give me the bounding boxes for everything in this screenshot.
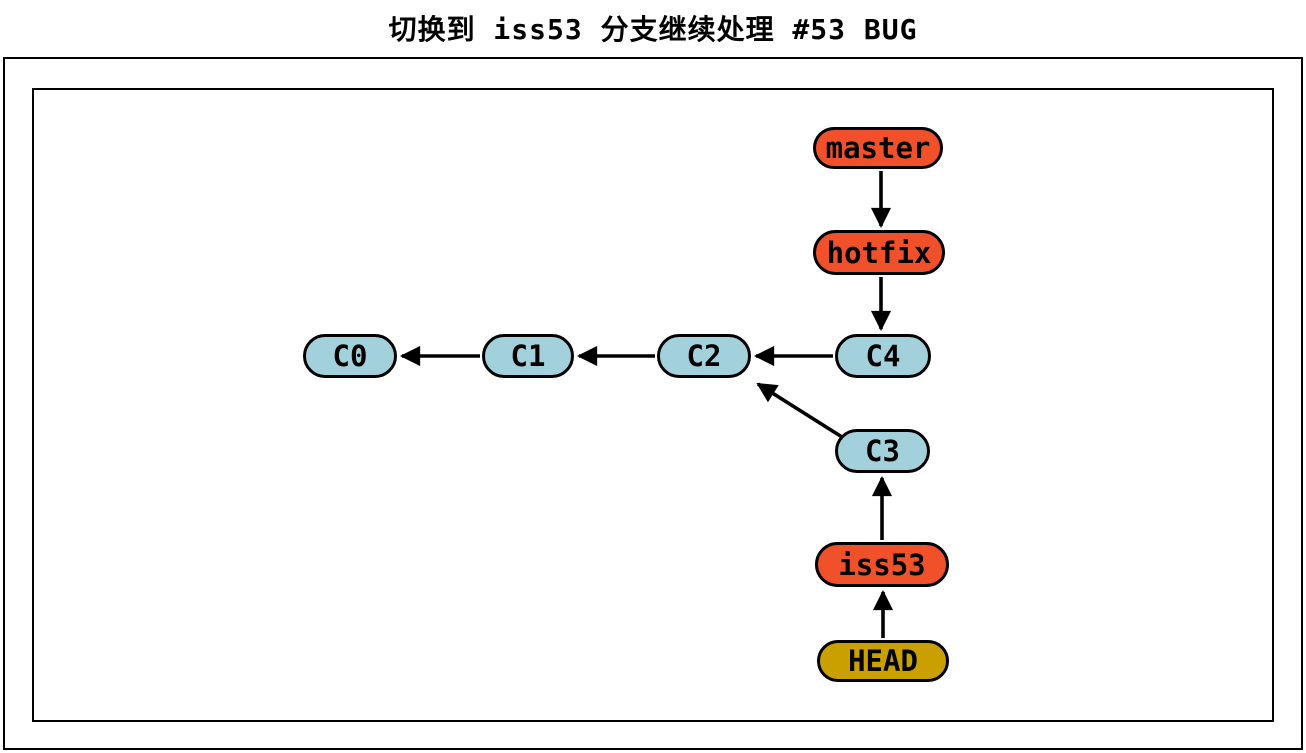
node-head-label: HEAD xyxy=(848,644,918,678)
node-c3-label: C3 xyxy=(865,434,900,468)
node-c4-label: C4 xyxy=(865,339,901,373)
node-commit-c1: C1 xyxy=(482,334,574,378)
node-head-pointer: HEAD xyxy=(817,640,949,682)
diagram-title: 切换到 iss53 分支继续处理 #53 BUG xyxy=(388,13,918,46)
node-hotfix-branch: hotfix xyxy=(813,230,945,275)
node-commit-c2: C2 xyxy=(657,334,751,378)
node-c2-label: C2 xyxy=(686,339,722,373)
node-commit-c0: C0 xyxy=(303,334,397,378)
node-c0-label: C0 xyxy=(332,339,368,373)
node-iss53-label: iss53 xyxy=(838,547,926,582)
node-master-branch: master xyxy=(813,127,943,169)
node-master-label: master xyxy=(825,131,931,165)
node-commit-c4: C4 xyxy=(835,334,931,378)
node-commit-c3: C3 xyxy=(835,429,930,473)
node-hotfix-label: hotfix xyxy=(826,235,932,270)
node-c1-label: C1 xyxy=(510,339,546,373)
inner-border-frame xyxy=(32,88,1274,722)
node-iss53-branch: iss53 xyxy=(815,542,949,587)
